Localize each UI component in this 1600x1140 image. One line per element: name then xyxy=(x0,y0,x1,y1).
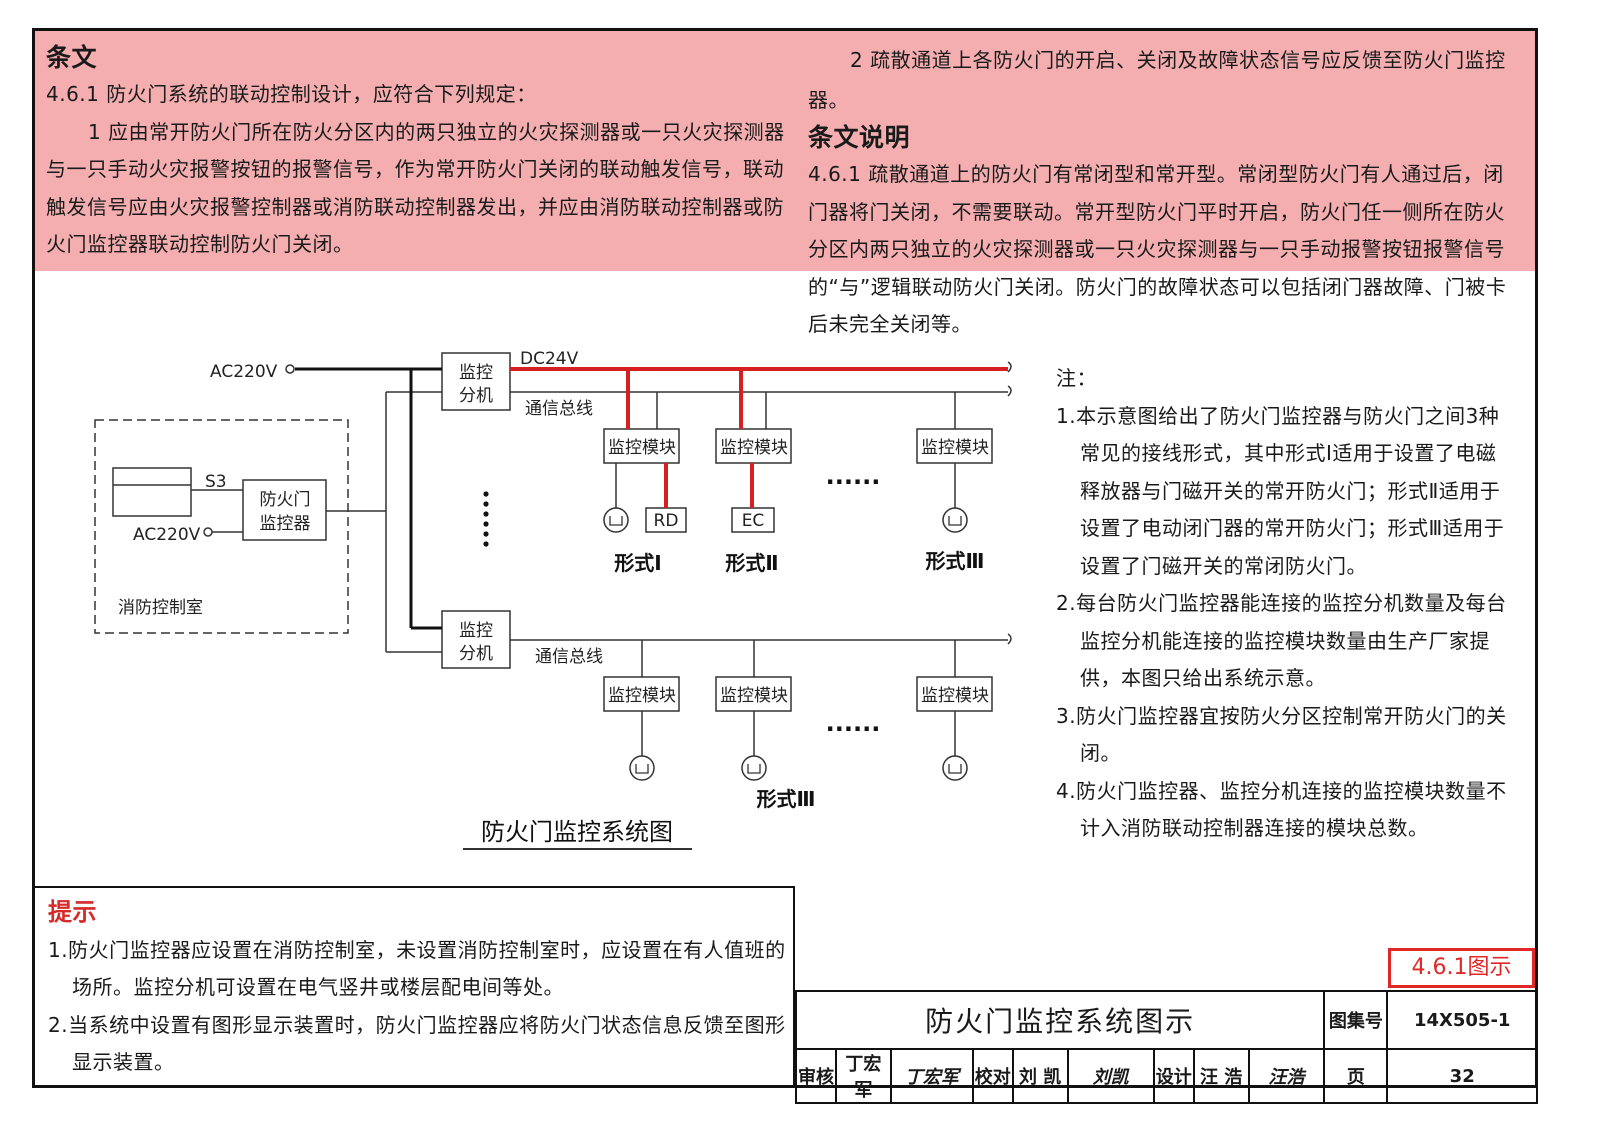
control-room-box xyxy=(94,419,349,634)
check-label: 校对 xyxy=(971,1048,1014,1104)
clause-section: 条文 4.6.1 防火门系统的联动控制设计，应符合下列规定： 1 应由常开防火门… xyxy=(46,40,786,264)
sub2-line2: 分机 xyxy=(459,644,493,664)
fire-door-monitor-box xyxy=(242,479,327,541)
monitor-line1: 防火门 xyxy=(260,490,311,510)
module-box-1 xyxy=(603,428,680,464)
page-number: 32 xyxy=(1386,1048,1538,1104)
ec-label: EC xyxy=(742,511,765,531)
room-ac-label: AC220V xyxy=(133,525,201,545)
page-label: 页 xyxy=(1323,1048,1389,1104)
explanation-text: 4.6.1 疏散通道上的防火门有常闭型和常开型。常闭型防火门有人通过后，闭门器将… xyxy=(808,162,1507,336)
designer-signature: 汪浩 xyxy=(1247,1048,1326,1104)
dots-row-1: ······ xyxy=(826,468,881,496)
designer-name: 汪 浩 xyxy=(1192,1048,1250,1104)
notes-section: 注： 1.本示意图给出了防火门监控器与防火门之间3种常见的接线形式，其中形式Ⅰ适… xyxy=(1056,360,1512,848)
title-block: 防火门监控系统图示 图集号 14X505-1 审核 丁宏军 丁宏军 校对 刘 凯… xyxy=(794,990,1538,1104)
dots-row-2: ······ xyxy=(826,715,881,743)
clause-highlight-band xyxy=(35,31,1535,271)
reviewer-name: 丁宏军 xyxy=(834,1048,892,1104)
note-item-4: 4.防火门监控器、监控分机连接的监控模块数量不计入消防联动控制器连接的模块总数。 xyxy=(1056,778,1507,841)
form-1-label: 形式Ⅰ xyxy=(614,551,661,575)
clause-line-3: 2 疏散通道上各防火门的开启、关闭及故障状态信号应反馈至防火门监控器。 xyxy=(808,48,1506,112)
checker-name: 刘 凯 xyxy=(1011,1048,1069,1104)
reviewer-signature: 丁宏军 xyxy=(889,1048,974,1104)
note-item-2: 2.每台防火门监控器能连接的监控分机数量及每台监控分机能连接的监控模块数量由生产… xyxy=(1056,591,1507,690)
form-2-label: 形式Ⅱ xyxy=(725,551,778,575)
tip-item-2: 2.当系统中设置有图形显示装置时，防火门监控器应将防火门状态信息反馈至图形显示装… xyxy=(48,1012,786,1075)
tips-box xyxy=(35,886,795,1085)
drawing-frame xyxy=(32,28,1538,1088)
design-label: 设计 xyxy=(1152,1048,1195,1104)
tips-section: 提示 1.防火门监控器应设置在消防控制室，未设置消防控制室时，应设置在有人值班的… xyxy=(48,894,793,1082)
room-label: 消防控制室 xyxy=(118,598,203,618)
explanation-section: 2 疏散通道上各防火门的开启、关闭及故障状态信号应反馈至防火门监控器。 条文说明… xyxy=(808,40,1512,344)
module-label-2: 监控模块 xyxy=(720,438,788,458)
diagram-title: 防火门监控系统图 xyxy=(481,818,673,846)
sub1-line1: 监控 xyxy=(459,363,493,383)
figure-badge: 4.6.1图示 xyxy=(1388,948,1535,988)
tip-item-1: 1.防火门监控器应设置在消防控制室，未设置消防控制室时，应设置在有人值班的场所。… xyxy=(48,937,786,1000)
checker-signature: 刘凯 xyxy=(1066,1048,1155,1104)
form-3-lower-label: 形式Ⅲ xyxy=(757,787,816,811)
sub2-line1: 监控 xyxy=(459,621,493,641)
dc24v-label: DC24V xyxy=(520,349,579,369)
review-label: 审核 xyxy=(795,1048,837,1104)
note-item-1: 1.本示意图给出了防火门监控器与防火门之间3种常见的接线形式，其中形式Ⅰ适用于设… xyxy=(1056,403,1505,578)
atlas-label: 图集号 xyxy=(1323,990,1389,1050)
clause-line-2: 1 应由常开防火门所在防火分区内的两只独立的火灾探测器或一只火灾探测器与一只手动… xyxy=(46,119,785,257)
module-label-6: 监控模块 xyxy=(921,686,989,706)
ac-top-label: AC220V xyxy=(210,362,278,382)
control-panel xyxy=(112,467,192,517)
clause-line-1: 4.6.1 防火门系统的联动控制设计，应符合下列规定： xyxy=(46,82,537,106)
door-switch-1 xyxy=(603,507,629,533)
module-label-1: 监控模块 xyxy=(608,438,676,458)
door-switch-2 xyxy=(942,507,968,533)
door-switch-4 xyxy=(741,755,767,781)
tips-title: 提示 xyxy=(48,898,97,926)
atlas-number: 14X505-1 xyxy=(1386,990,1538,1050)
vertical-dots xyxy=(483,491,489,547)
module-label-4: 监控模块 xyxy=(608,686,676,706)
rd-label: RD xyxy=(654,511,679,531)
bus-label-2: 通信总线 xyxy=(535,647,603,667)
note-item-3: 3.防火门监控器宜按防火分区控制常开防火门的关闭。 xyxy=(1056,703,1507,766)
sub-unit-1-box xyxy=(441,352,511,411)
module-label-3: 监控模块 xyxy=(921,438,989,458)
bus-label-1: 通信总线 xyxy=(525,399,593,419)
notes-title: 注： xyxy=(1056,366,1097,390)
module-label-5: 监控模块 xyxy=(720,686,788,706)
clause-heading: 条文 xyxy=(46,43,98,72)
room-ac-terminal xyxy=(203,527,213,537)
sheet-title: 防火门监控系统图示 xyxy=(794,990,1326,1050)
sub1-line2: 分机 xyxy=(459,386,493,406)
explanation-heading: 条文说明 xyxy=(808,123,911,152)
door-switch-5 xyxy=(942,755,968,781)
monitor-line2: 监控器 xyxy=(260,514,311,534)
form-3-label: 形式Ⅲ xyxy=(926,549,985,573)
top-ac-terminal xyxy=(285,364,295,374)
door-switch-3 xyxy=(629,755,655,781)
switch-label: S3 xyxy=(205,472,227,492)
